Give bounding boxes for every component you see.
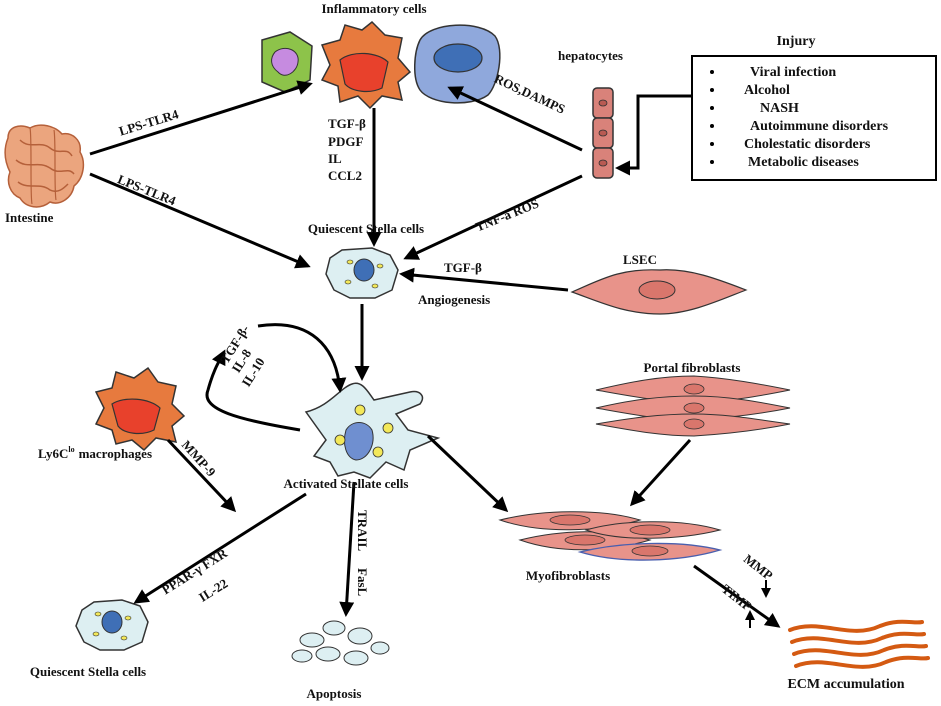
hepatocytes-icon bbox=[592, 87, 614, 179]
arrow-lsec-to-quiescent bbox=[399, 267, 569, 292]
il-label: IL bbox=[328, 151, 342, 166]
injury-list-item: Alcohol bbox=[744, 83, 790, 98]
activated-stellate-label: Activated Stellate cells bbox=[284, 476, 409, 491]
arrow-hepatocytes-to-inflammatory bbox=[447, 86, 583, 152]
inflammatory-cells-label: Inflammatory cells bbox=[321, 1, 426, 16]
activated-stellate-cell-icon bbox=[304, 382, 441, 479]
arrow-loop-left bbox=[205, 349, 301, 432]
ly6c-macrophage-icon bbox=[94, 366, 186, 452]
arrow-activated-to-myofibroblasts bbox=[426, 434, 509, 513]
intestine-icon bbox=[4, 124, 85, 208]
injury-bullet bbox=[710, 70, 714, 74]
hepatocytes-label: hepatocytes bbox=[558, 48, 623, 63]
arrow-hepatocytes-to-quiescent bbox=[403, 174, 583, 260]
trail-label: TRAIL bbox=[355, 510, 370, 552]
arrow-portal-to-myofibroblasts bbox=[629, 438, 692, 507]
apoptotic-bodies-icon bbox=[291, 620, 390, 666]
quiescent-stellate-cell-bottom-icon bbox=[75, 599, 149, 651]
tgf-beta-label: TGF-β bbox=[328, 116, 366, 131]
myofibroblasts-label: Myofibroblasts bbox=[526, 568, 610, 583]
mmp-label: MMP bbox=[741, 551, 776, 583]
injury-bullet bbox=[710, 142, 714, 146]
arrow-intestine-to-inflammatory bbox=[89, 80, 313, 156]
quiescent-bottom-label: Quiescent Stella cells bbox=[30, 664, 146, 679]
apoptosis-label: Apoptosis bbox=[307, 686, 362, 701]
injury-list-item: NASH bbox=[760, 101, 799, 116]
angiogenesis-label: Angiogenesis bbox=[418, 292, 490, 307]
neutrophil-icon bbox=[261, 31, 313, 93]
myofibroblasts-icon bbox=[498, 511, 723, 561]
portal-fibroblasts-icon bbox=[595, 375, 791, 437]
intestine-label: Intestine bbox=[5, 210, 54, 225]
arrow-intestine-to-quiescent bbox=[89, 172, 311, 269]
ecm-accumulation-label: ECM accumulation bbox=[787, 677, 904, 692]
injury-bullet bbox=[710, 106, 714, 110]
arrow-myofibroblasts-to-ecm bbox=[693, 564, 781, 628]
fasl-label: FasL bbox=[355, 568, 370, 597]
lsec-cell-icon bbox=[570, 269, 748, 315]
arrows bbox=[89, 80, 781, 628]
tgf-beta-lsec-label: TGF-β bbox=[444, 260, 482, 275]
pdgf-label: PDGF bbox=[328, 134, 363, 149]
ecm-fibers-icon bbox=[788, 619, 930, 669]
quiescent-top-label: Quiescent Stella cells bbox=[308, 221, 424, 236]
injury-bullet bbox=[710, 160, 714, 164]
injury-bullet bbox=[710, 124, 714, 128]
portal-fibroblasts-label: Portal fibroblasts bbox=[644, 360, 741, 375]
injury-list-item: Metabolic diseases bbox=[748, 155, 859, 170]
ccl2-label: CCL2 bbox=[328, 168, 362, 183]
lsec-label: LSEC bbox=[623, 252, 657, 267]
il22-label: IL-22 bbox=[196, 576, 230, 605]
blue-immune-cell-icon bbox=[414, 24, 501, 104]
arrow-activated-to-quiescent-bottom bbox=[133, 492, 307, 604]
quiescent-stellate-cell-icon bbox=[325, 247, 399, 299]
injury-list-item: Viral infection bbox=[750, 65, 836, 80]
arrow-injury-to-hepatocytes bbox=[615, 94, 692, 176]
injury-box bbox=[691, 55, 937, 181]
injury-title: Injury bbox=[777, 34, 816, 49]
arrow-activated-to-apoptosis bbox=[339, 481, 356, 617]
ros-damps-label: ROS,DAMPS bbox=[492, 71, 567, 117]
arrow-loop-right bbox=[257, 323, 347, 393]
injury-list-item: Cholestatic disorders bbox=[744, 137, 871, 152]
injury-bullet bbox=[710, 88, 714, 92]
arrow-macrophage-mmp9 bbox=[166, 438, 237, 513]
timp-label: TIMP bbox=[719, 581, 755, 614]
tnf-ros-label: TNF-a ROS bbox=[473, 195, 541, 234]
macrophage-icon bbox=[320, 20, 412, 110]
injury-list-item: Autoimmune disorders bbox=[750, 119, 889, 134]
